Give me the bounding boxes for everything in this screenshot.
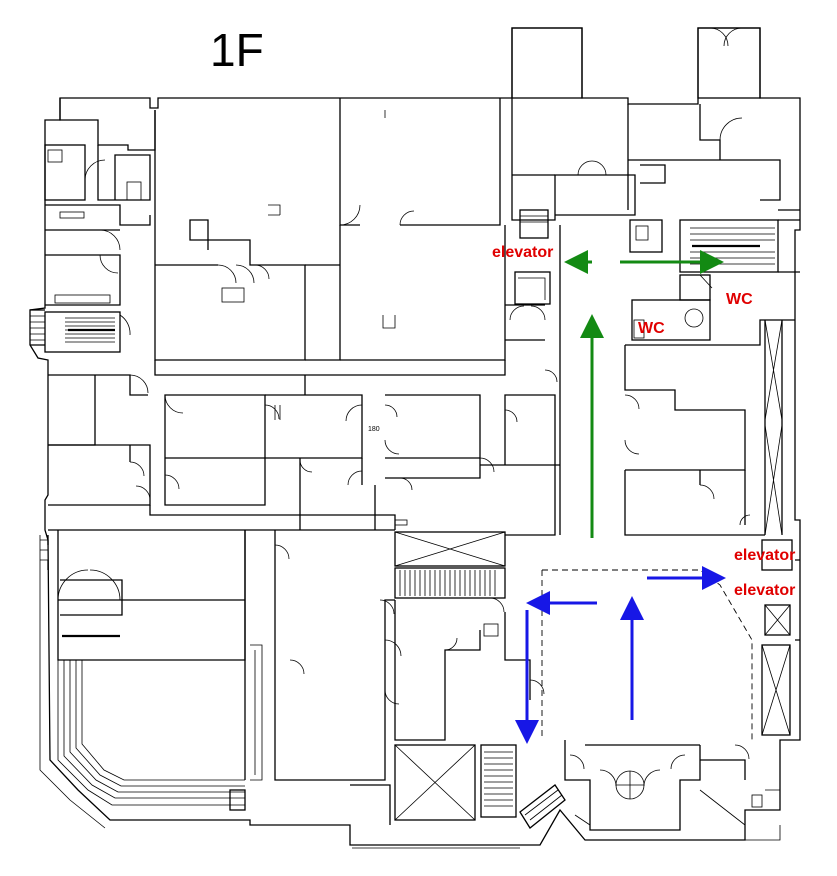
- lobby-outline: [541, 569, 753, 740]
- building-outline: [29, 27, 801, 849]
- northwest-wing: [30, 98, 156, 353]
- corridor-walls: [40, 225, 561, 570]
- elevator-label-east-2: elevator: [734, 582, 795, 599]
- green-route: [564, 250, 724, 538]
- southwest-auditorium: [57, 530, 263, 811]
- central-atrium: [379, 531, 506, 615]
- northeast-annex: [511, 27, 781, 210]
- east-rooms: [624, 319, 800, 736]
- west-rooms: [48, 374, 396, 531]
- room-number: 180: [368, 426, 380, 433]
- elevator-label-north: elevator: [492, 244, 553, 261]
- wc-label-2: WC: [638, 320, 665, 337]
- central-rooms: [164, 394, 556, 536]
- elevator-label-east-1: elevator: [734, 547, 795, 564]
- floor-title: 1F: [210, 24, 264, 76]
- south-central: [274, 530, 545, 781]
- northeast-core: [511, 98, 800, 341]
- north-halls: [154, 98, 506, 376]
- south-core: [350, 740, 781, 841]
- wc-label-1: WC: [726, 291, 753, 308]
- blue-route: [515, 566, 726, 744]
